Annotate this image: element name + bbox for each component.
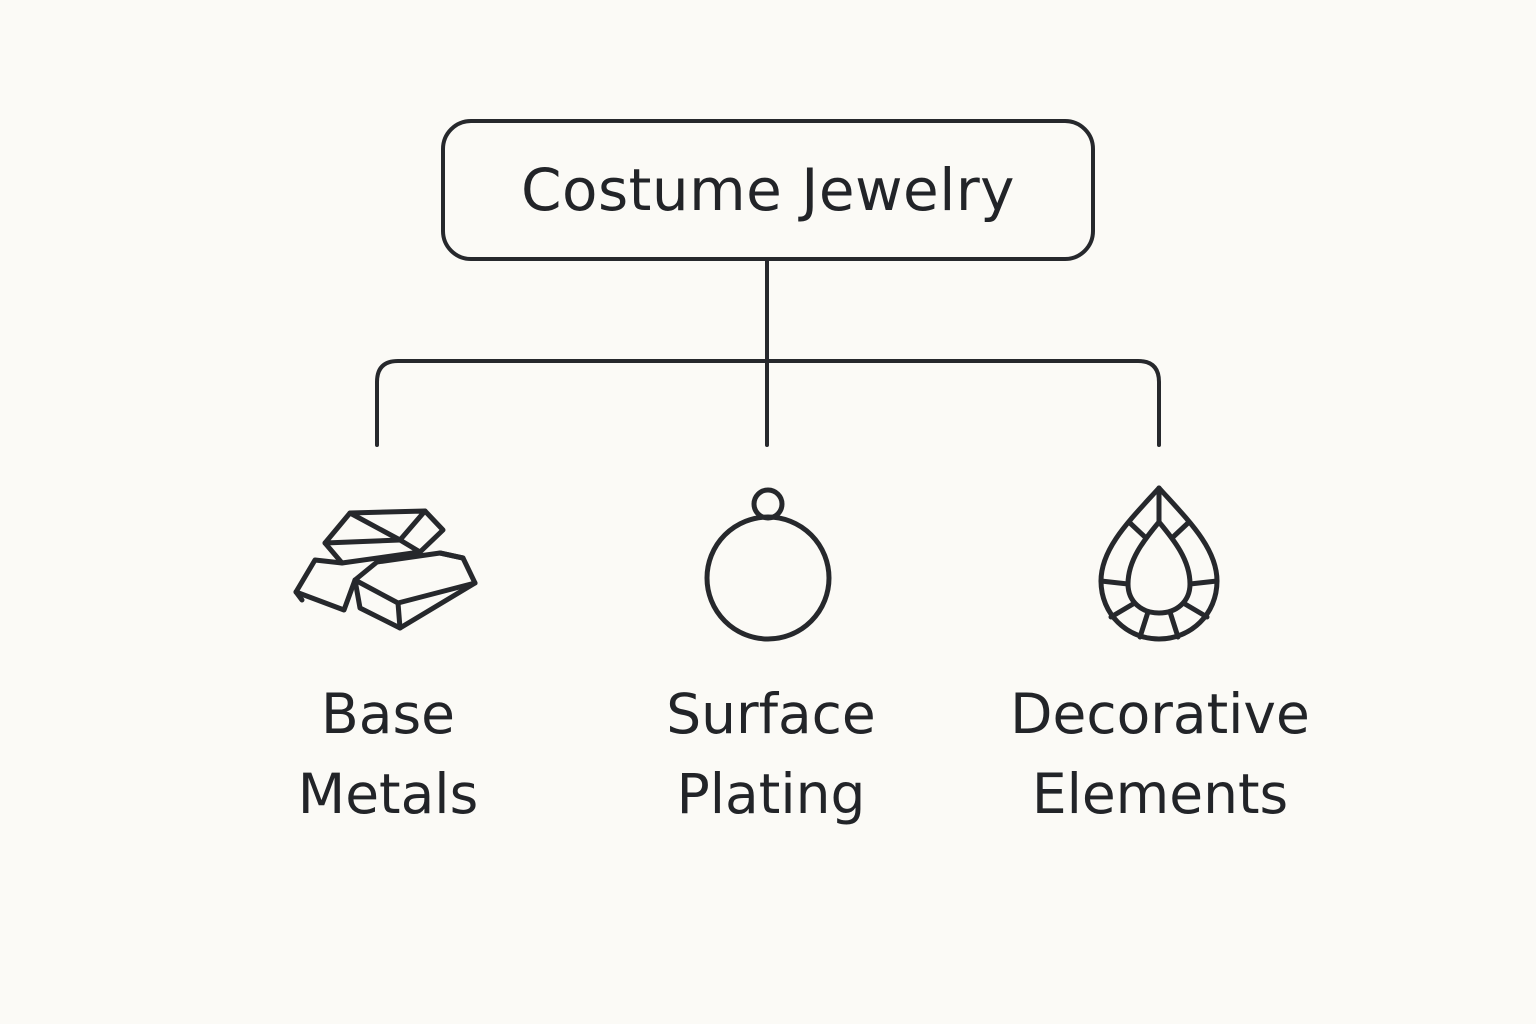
root-node-box: Costume Jewelry [441, 119, 1095, 261]
child-label-decorative-elements: Decorative Elements [980, 674, 1340, 834]
child-label-base-metals: Base Metals [208, 674, 568, 834]
child-label-surface-plating: Surface Plating [591, 674, 951, 834]
branch-bar-line [375, 359, 1161, 447]
metal-bars-icon [293, 508, 478, 631]
child-label-line: Elements [1031, 762, 1289, 826]
root-node-label: Costume Jewelry [520, 156, 1015, 224]
child-label-line: Surface [666, 682, 876, 746]
child-label-line: Base [321, 682, 455, 746]
child-label-line: Metals [297, 762, 479, 826]
pendant-ring-icon [704, 487, 832, 642]
gemstone-drop-icon [1098, 485, 1220, 642]
child-label-line: Decorative [1010, 682, 1310, 746]
child-label-line: Plating [676, 762, 866, 826]
